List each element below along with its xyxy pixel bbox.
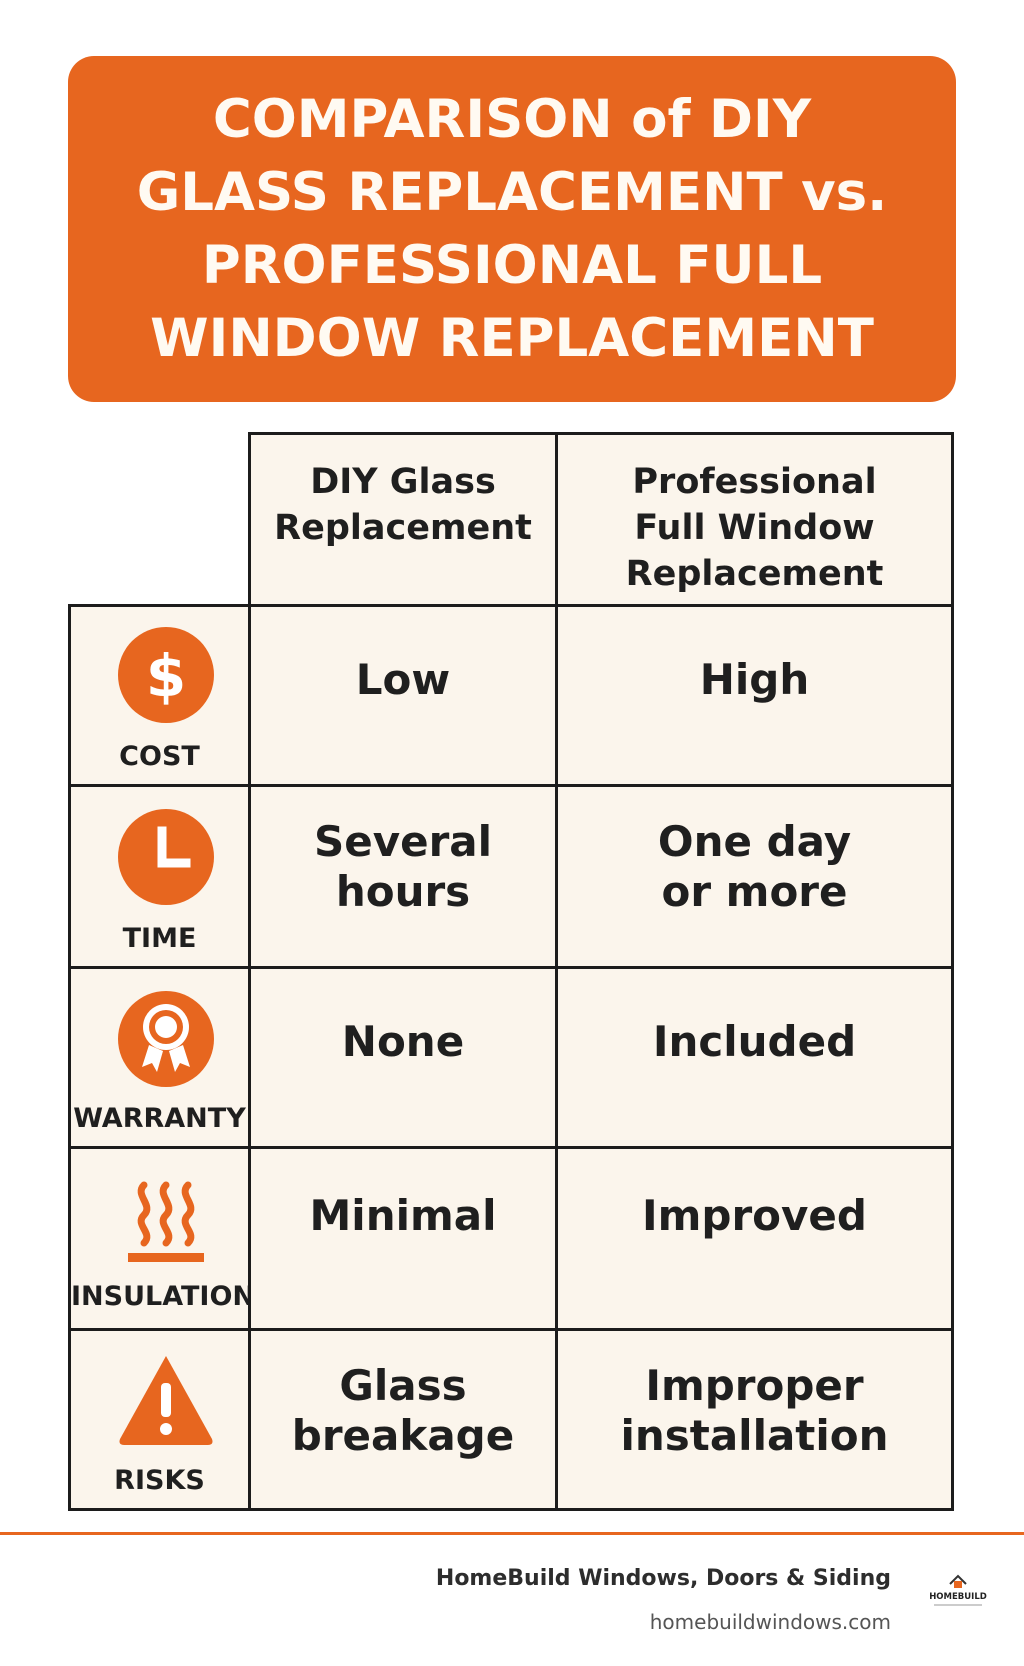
- cost-pro-value: High: [699, 655, 810, 704]
- warning-triangle-icon: [119, 1356, 213, 1445]
- risks-diy-cell: Glass breakage: [248, 1328, 558, 1511]
- header-pro-line-3: Replacement: [625, 554, 884, 594]
- time-diy-value: Several hours: [313, 817, 493, 916]
- row-label-cost: COST: [119, 741, 200, 772]
- cost-pro-cell: High: [555, 604, 954, 787]
- header-cell-diy: DIY Glass Replacement: [248, 432, 558, 607]
- header-cell-professional: Professional Full Window Replacement: [555, 432, 954, 607]
- row-label-cell-time: TIME: [68, 784, 251, 969]
- dollar-icon: $: [118, 627, 214, 723]
- title-banner: COMPARISON of DIY GLASS REPLACEMENT vs. …: [68, 56, 956, 402]
- logo-text: HOMEBUILD: [929, 1592, 987, 1602]
- house-logo-icon: HOMEBUILD: [929, 1574, 987, 1606]
- header-diy-line-1: DIY Glass: [310, 462, 496, 502]
- heat-waves-icon: [128, 1181, 204, 1262]
- insulation-pro-value: Improved: [642, 1191, 867, 1240]
- insulation-diy-cell: Minimal: [248, 1146, 558, 1331]
- award-ribbon-icon: [118, 991, 214, 1087]
- warranty-diy-value: None: [341, 1017, 465, 1066]
- row-label-insulation: INSULATION: [71, 1281, 256, 1312]
- warranty-diy-cell: None: [248, 966, 558, 1149]
- header-pro-line-1: Professional: [632, 462, 877, 502]
- row-label-cell-risks: RISKS: [68, 1328, 251, 1511]
- time-pro-value: One day or more: [657, 817, 852, 916]
- footer-company-name: HomeBuild Windows, Doors & Siding: [435, 1566, 891, 1591]
- warranty-pro-value: Included: [652, 1017, 857, 1066]
- cost-diy-cell: Low: [248, 604, 558, 787]
- warranty-pro-cell: Included: [555, 966, 954, 1149]
- insulation-diy-value: Minimal: [309, 1191, 497, 1240]
- risks-diy-value: Glass breakage: [291, 1361, 515, 1460]
- risks-pro-cell: Improper installation: [555, 1328, 954, 1511]
- row-label-risks: RISKS: [114, 1465, 205, 1496]
- time-diy-cell: Several hours: [248, 784, 558, 969]
- header-diy-line-2: Replacement: [274, 508, 532, 548]
- insulation-pro-cell: Improved: [555, 1146, 954, 1331]
- row-label-cell-insulation: INSULATION: [68, 1146, 256, 1331]
- row-label-time: TIME: [122, 923, 197, 954]
- footer-divider: [0, 1532, 1024, 1535]
- time-pro-cell: One day or more: [555, 784, 954, 969]
- header-pro-line-2: Full Window: [634, 508, 875, 548]
- cost-diy-value: Low: [355, 655, 451, 704]
- footer-website-url: homebuildwindows.com: [649, 1610, 891, 1634]
- row-label-cell-warranty: WARRANTY: [68, 966, 251, 1149]
- clock-icon: [118, 809, 214, 905]
- page-title: COMPARISON of DIY GLASS REPLACEMENT vs. …: [136, 89, 888, 369]
- svg-text:$: $: [146, 642, 186, 710]
- row-label-cell-cost: $ COST: [68, 604, 251, 787]
- row-label-warranty: WARRANTY: [73, 1103, 246, 1134]
- comparison-table: DIY Glass Replacement Professional Full …: [68, 432, 954, 1526]
- risks-pro-value: Improper installation: [620, 1361, 889, 1460]
